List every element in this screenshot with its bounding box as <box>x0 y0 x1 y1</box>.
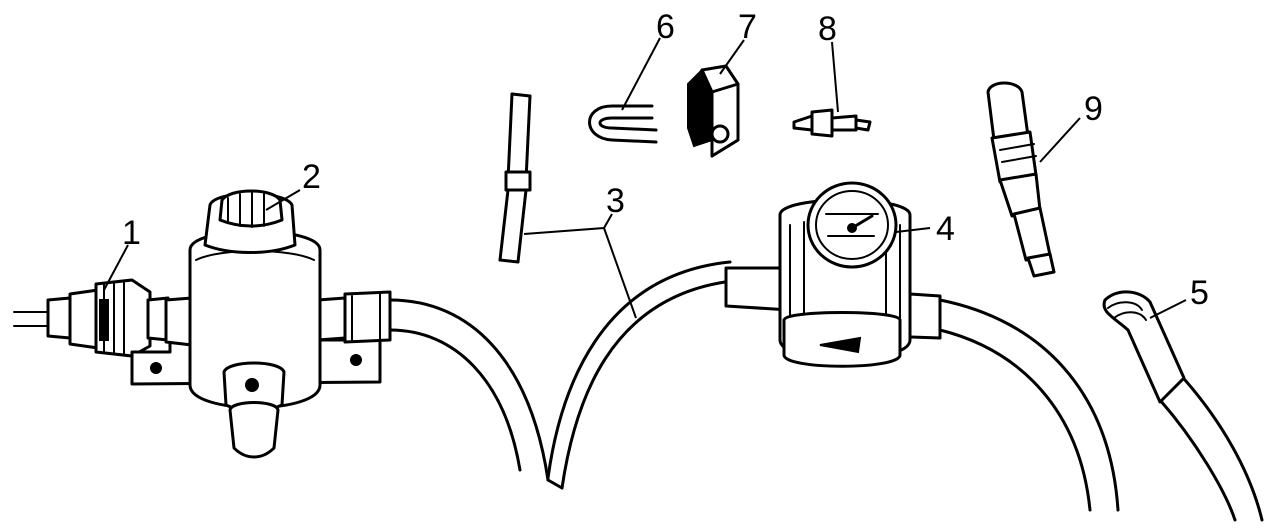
callout-2: 2 <box>302 158 321 196</box>
part-3-hose-piece <box>498 92 532 264</box>
part-1-inlet-coupling <box>13 278 170 358</box>
callout-labels: 1 2 3 4 5 6 7 8 9 <box>122 8 1209 312</box>
callout-6: 6 <box>656 8 675 46</box>
part-6-u-clip <box>588 104 658 144</box>
callout-3: 3 <box>606 182 625 220</box>
main-hose <box>388 260 1264 522</box>
part-7-hex-nut <box>687 64 740 158</box>
part-2-valve-body <box>130 189 392 459</box>
callout-5: 5 <box>1190 274 1209 312</box>
callout-9: 9 <box>1084 90 1103 128</box>
part-8-pin <box>792 108 872 138</box>
callout-8: 8 <box>818 10 837 48</box>
callout-4: 4 <box>936 210 955 248</box>
part-4-regulator-gauge <box>724 181 942 368</box>
leader-lines <box>103 37 1187 319</box>
part-9-nozzle <box>986 81 1056 278</box>
part-5-quick-coupling <box>1102 290 1186 404</box>
callout-1: 1 <box>122 214 141 252</box>
callout-7: 7 <box>738 8 757 46</box>
